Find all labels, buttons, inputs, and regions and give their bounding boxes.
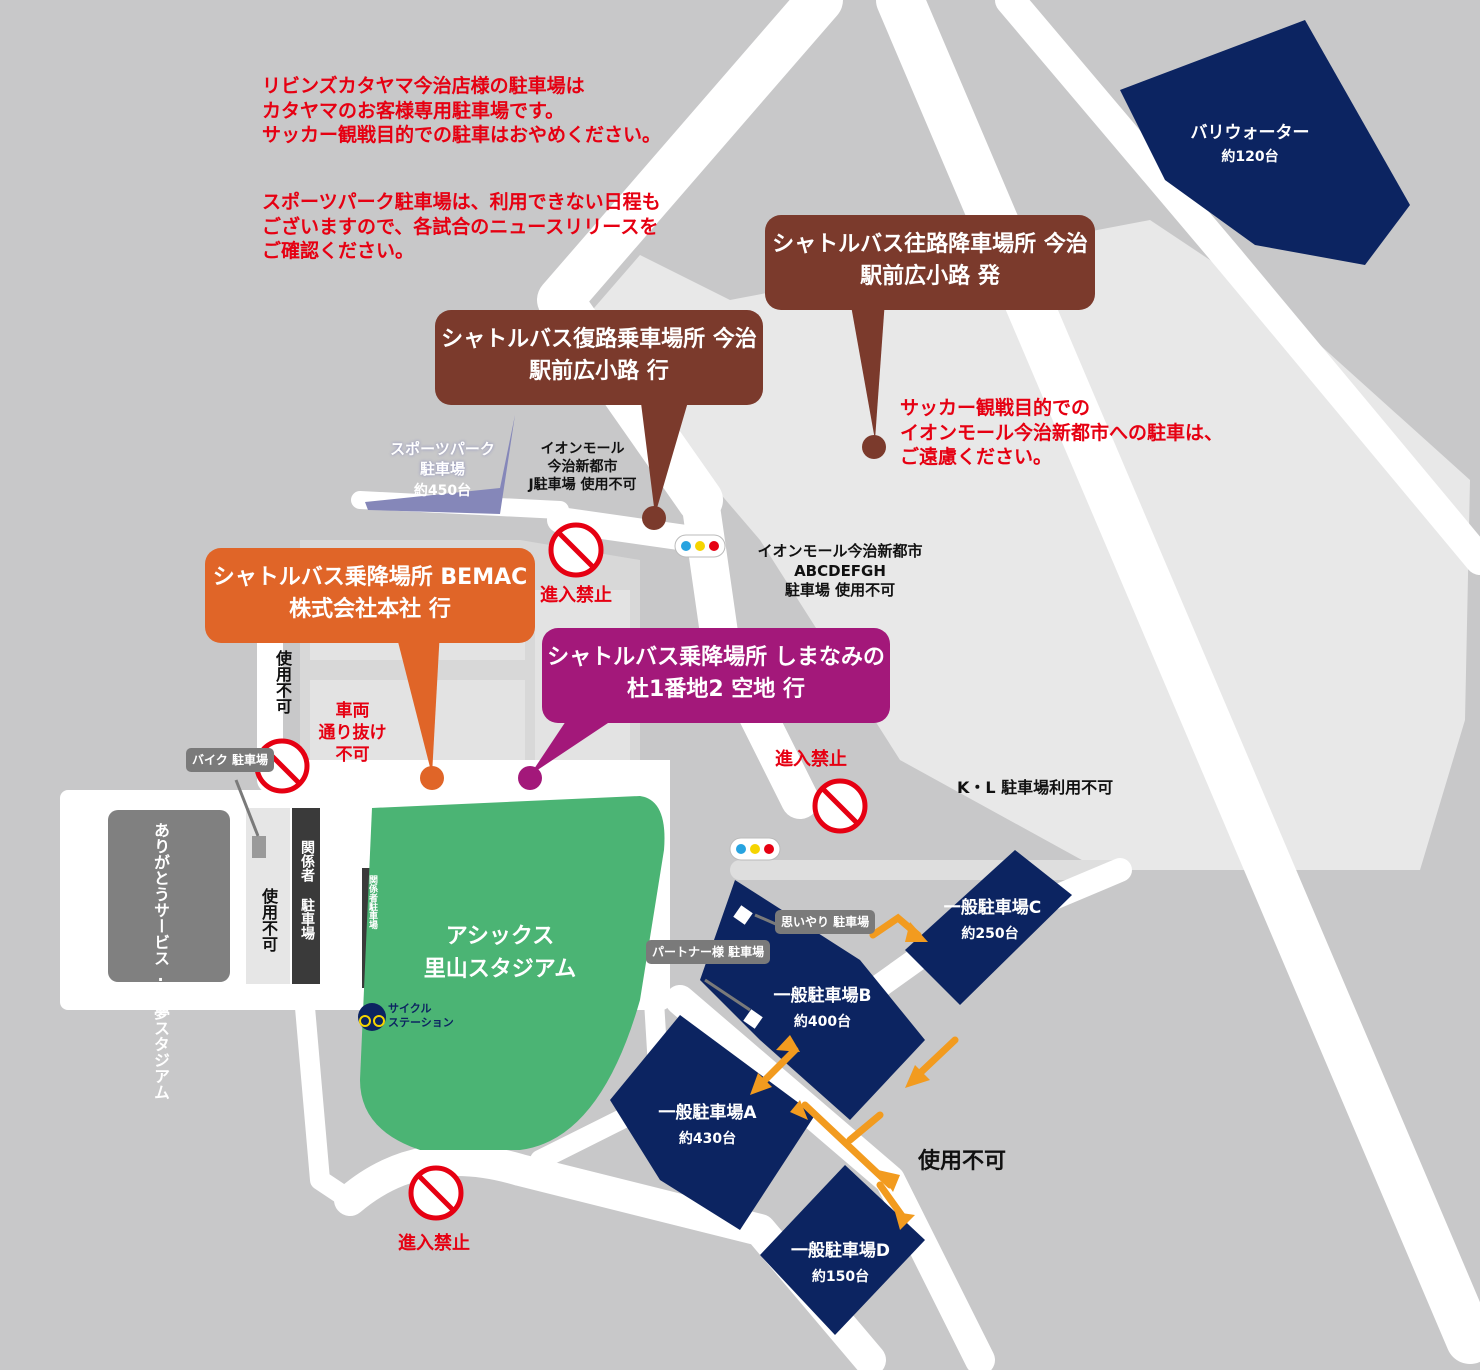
lot-d-capacity: 約150台 <box>811 1269 870 1285</box>
lot-d-name: 一般駐車場D <box>790 1241 891 1261</box>
staff-parking-small-label: 関係者駐車場 <box>367 875 377 929</box>
lot-b-capacity: 約400台 <box>793 1014 852 1030</box>
partner-tag: パートナー様 駐車場 <box>646 940 771 965</box>
unusable-vertical-1: 使用不可 <box>273 650 292 714</box>
barri-water-capacity: 約120台 <box>1221 149 1279 165</box>
no-entry-label-2: 進入禁止 <box>775 749 847 770</box>
sports-park-capacity: 約450台 <box>413 483 472 499</box>
notice-sports-park: スポーツパーク駐車場は、利用できない日程も ございますので、各試合のニュースリリ… <box>262 191 661 263</box>
yume-stadium-building <box>108 810 230 982</box>
bubble-bemac: シャトルバス乗降場所 BEMAC株式会社本社 行 <box>205 548 535 643</box>
barri-water-name: バリウォーター <box>1190 123 1310 143</box>
lot-a-shape <box>610 1015 815 1230</box>
sports-park-name: スポーツパーク 駐車場 <box>390 440 495 478</box>
lot-c-capacity: 約250台 <box>961 926 1019 942</box>
bubble-shimanami: シャトルバス乗降場所 しまなみの杜1番地2 空地 行 <box>542 628 890 723</box>
stadium-shape <box>360 796 665 1150</box>
cycle-station-label: サイクル ステーション <box>388 1002 454 1030</box>
lot-a-capacity: 約430台 <box>678 1131 737 1147</box>
no-through-label: 車両 通り抜け 不可 <box>318 701 387 766</box>
stadium-name: アシックス 里山スタジアム <box>423 924 577 982</box>
unusable-vertical-2: 使用不可 <box>259 888 278 952</box>
lot-c-name: 一般駐車場C <box>943 898 1042 918</box>
kl-lot: K・L 駐車場利用不可 <box>957 778 1114 797</box>
barri-water-shape <box>1120 20 1410 265</box>
bike-parking-marker <box>252 836 266 858</box>
bike-parking-tag: バイク 駐車場 <box>186 748 274 773</box>
lot-a-name: 一般駐車場A <box>658 1103 757 1123</box>
no-entry-label-1: 進入禁止 <box>540 585 612 606</box>
lot-d-shape <box>760 1165 925 1335</box>
no-entry-label-3: 進入禁止 <box>398 1233 470 1254</box>
aeon-j-lot: イオンモール 今治新都市 J駐車場 使用不可 <box>528 441 637 494</box>
lot-c-shape <box>905 850 1072 1005</box>
lot-b-name: 一般駐車場B <box>773 986 872 1006</box>
unusable-label-main: 使用不可 <box>918 1149 1007 1174</box>
omoiyari-tag: 思いやり 駐車場 <box>775 910 876 935</box>
aeon-abc-lot: イオンモール今治新都市 ABCDEFGH 駐車場 使用不可 <box>757 542 923 599</box>
bubble-return: シャトルバス復路乗車場所 今治駅前広小路 行 <box>435 310 763 405</box>
yume-stadium-label: ありがとうサービス. 夢スタジアム <box>151 822 170 1100</box>
notice-katayama: リビンズカタヤマ今治店様の駐車場は カタヤマのお客様専用駐車場です。 サッカー観… <box>262 75 662 147</box>
notice-aeon: サッカー観戦目的での イオンモール今治新都市への駐車は、 ご遠慮ください。 <box>900 397 1224 469</box>
bubble-outbound: シャトルバス往路降車場所 今治駅前広小路 発 <box>765 215 1095 310</box>
staff-parking-label: 関係者 駐車場 <box>299 840 315 940</box>
